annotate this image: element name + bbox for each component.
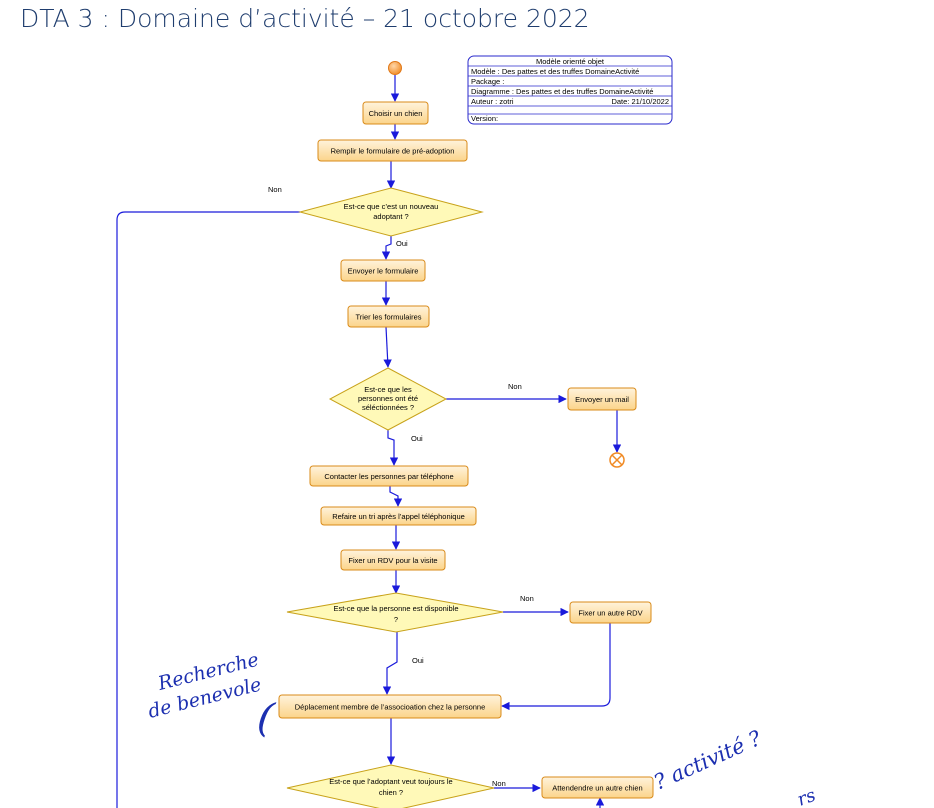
activity-choisir-chien: Choisir un chien (362, 101, 429, 125)
svg-text:personnes ont été: personnes ont été (358, 394, 418, 403)
activity-fixer-autre-rdv: Fixer un autre RDV (569, 601, 652, 624)
activity-attendre-chien: Attendendre un autre chien (541, 776, 654, 799)
info-version: Version: (471, 114, 498, 123)
svg-text:Est-ce que c’est un nouveau: Est-ce que c’est un nouveau (344, 202, 439, 211)
label-oui-nouveau: Oui (396, 239, 408, 248)
svg-text:Choisir un chien: Choisir un chien (369, 109, 423, 118)
svg-text:Est-ce que l’adoptant veut tou: Est-ce que l’adoptant veut toujours le (329, 777, 452, 786)
flow-trier-to-decision2 (383, 326, 392, 368)
flow-decision3-oui (382, 632, 398, 695)
svg-text:(: ( (255, 694, 278, 742)
activity-deplacement: Déplacement membre de l’associoation che… (278, 694, 502, 719)
activity-refaire-tri: Refaire un tri après l’appel téléphoniqu… (320, 506, 477, 526)
activity-contacter-personnes: Contacter les personnes par téléphone (309, 465, 469, 487)
flow-decision1-non-loop (116, 211, 300, 808)
model-info-box: Modèle orienté objet Modèle : Des pattes… (467, 55, 673, 125)
label-non-disponible: Non (520, 594, 534, 603)
page-title: DTA 3 : Domaine d’activité – 21 octobre … (20, 4, 590, 33)
info-modele: Modèle : Des pattes et des truffes Domai… (471, 67, 639, 76)
decision-personnes-selectionnees: Est-ce que les personnes ont été sélécti… (328, 367, 448, 431)
svg-text:Refaire un tri après l’appel t: Refaire un tri après l’appel téléphoniqu… (332, 512, 465, 521)
svg-text:Envoyer le formulaire: Envoyer le formulaire (348, 267, 419, 276)
svg-text:Trier les formulaires: Trier les formulaires (356, 313, 422, 322)
label-non-selectionnees: Non (508, 382, 522, 391)
flow-autre-rdv-to-deplacement (501, 623, 611, 711)
label-oui-selectionnees: Oui (411, 434, 423, 443)
start-node (388, 61, 402, 75)
flow-contacter-to-tri (389, 486, 403, 507)
svg-text:Attendendre un autre chien: Attendendre un autre chien (552, 784, 642, 793)
label-non-veut-chien: Non (492, 779, 506, 788)
label-oui-disponible: Oui (412, 656, 424, 665)
info-date: Date: 21/10/2022 (611, 97, 669, 106)
info-package: Package : (471, 77, 504, 86)
info-diagramme: Diagramme : Des pattes et des truffes Do… (471, 87, 653, 96)
svg-text:Déplacement membre de l’associ: Déplacement membre de l’associoation che… (295, 703, 486, 712)
activity-envoyer-formulaire: Envoyer le formulaire (340, 259, 426, 282)
svg-text:Fixer un autre RDV: Fixer un autre RDV (578, 609, 642, 618)
flow-decision1-oui (381, 236, 392, 260)
handwritten-note-activite: ? activité ? (650, 726, 765, 795)
end-node (609, 452, 625, 468)
activity-fixer-rdv: Fixer un RDV pour la visite (340, 549, 446, 571)
svg-text:adoptant ?: adoptant ? (373, 212, 408, 221)
svg-text:Est-ce que les: Est-ce que les (364, 385, 412, 394)
activity-trier-formulaires: Trier les formulaires (347, 305, 430, 328)
decision-personne-disponible: Est-ce que la personne est disponible ? (286, 592, 504, 633)
label-non-nouveau: Non (268, 185, 282, 194)
handwritten-note-benevole: Recherche de benevole ( (146, 649, 278, 743)
svg-text:séléctionnées ?: séléctionnées ? (362, 403, 414, 412)
decision-veut-chien: Est-ce que l’adoptant veut toujours le c… (286, 764, 495, 808)
svg-text:Remplir le formulaire de pré-a: Remplir le formulaire de pré-adoption (331, 147, 455, 156)
svg-text:Contacter les personnes par té: Contacter les personnes par téléphone (324, 472, 453, 481)
svg-text:Fixer un RDV pour la visite: Fixer un RDV pour la visite (348, 556, 437, 565)
svg-text:chien ?: chien ? (379, 788, 403, 797)
info-auteur: Auteur : zotri (471, 97, 514, 106)
activity-remplir-formulaire: Remplir le formulaire de pré-adoption (317, 139, 468, 162)
flow-connectors (116, 75, 622, 808)
decision-nouveau-adoptant: Est-ce que c’est un nouveau adoptant ? (298, 187, 484, 237)
flow-decision2-oui (387, 430, 399, 466)
handwritten-note-fragment: rs (795, 785, 819, 808)
svg-text:Envoyer un mail: Envoyer un mail (575, 395, 629, 404)
info-header: Modèle orienté objet (536, 57, 605, 66)
activity-envoyer-mail: Envoyer un mail (567, 387, 637, 411)
svg-text:Est-ce que la personne est dis: Est-ce que la personne est disponible (333, 604, 458, 613)
svg-text:?: ? (394, 615, 398, 624)
